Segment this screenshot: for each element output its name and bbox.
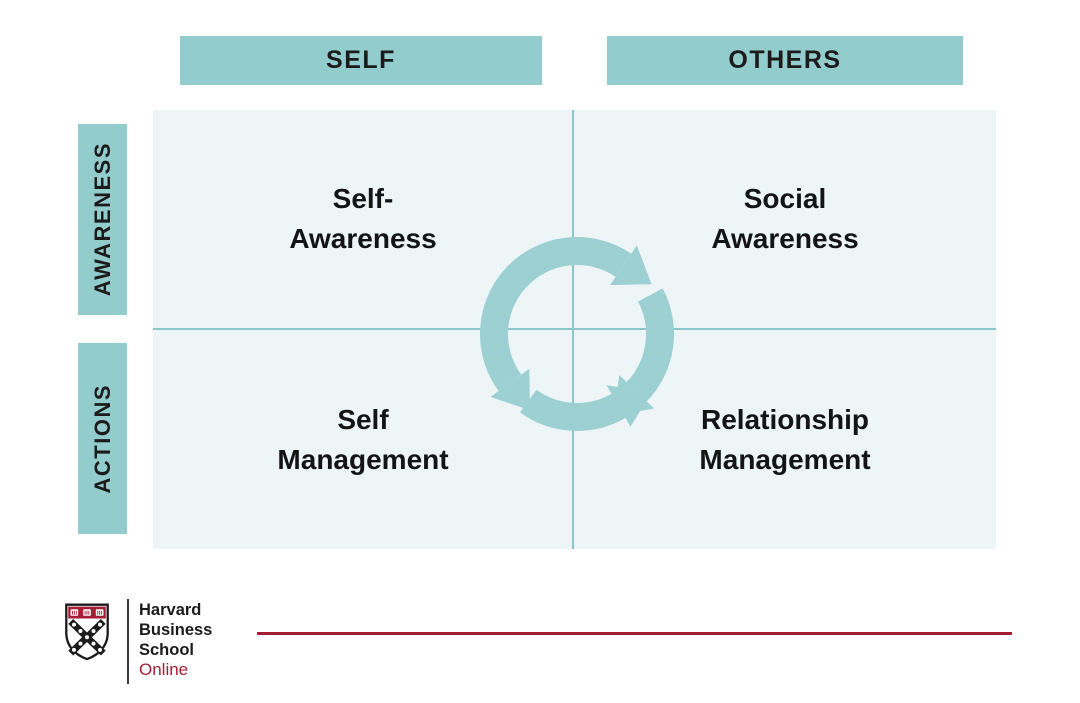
quadrant-label-line: Management bbox=[277, 443, 449, 475]
quadrant-label-line: Self bbox=[337, 403, 389, 435]
quadrant-relationship-management: Relationship Management bbox=[574, 330, 996, 549]
cycle-arrows-icon bbox=[480, 237, 674, 431]
row-label-actions-text: ACTIONS bbox=[89, 383, 115, 494]
logo-line: Business bbox=[139, 620, 213, 639]
column-header-self-label: SELF bbox=[326, 46, 396, 74]
column-header-others: OTHERS bbox=[607, 36, 963, 85]
logo-online-label: Online bbox=[139, 660, 189, 680]
quadrant-label-line: Awareness bbox=[711, 223, 859, 254]
quadrant-label-line: Relationship bbox=[700, 403, 869, 435]
footer-rule bbox=[257, 632, 1012, 635]
row-label-awareness: AWARENESS bbox=[78, 124, 127, 315]
row-label-awareness-text: AWARENESS bbox=[89, 142, 115, 297]
horizontal-divider bbox=[153, 328, 996, 330]
quadrant-label-line: Awareness bbox=[289, 223, 437, 254]
logo-line: Harvard bbox=[139, 601, 202, 619]
hbs-shield-icon bbox=[65, 603, 109, 661]
logo-line: School bbox=[139, 640, 195, 659]
row-label-actions: ACTIONS bbox=[78, 343, 127, 534]
column-header-others-label: OTHERS bbox=[728, 46, 842, 74]
quadrant-self-management: Self Management bbox=[153, 330, 573, 549]
quadrant-label-line: Self- bbox=[332, 183, 394, 214]
column-header-self: SELF bbox=[180, 36, 542, 85]
quadrant-self-awareness: Self- Awareness bbox=[153, 110, 573, 328]
quadrant-label-line: Management bbox=[699, 443, 871, 475]
quadrant-label-line: Social bbox=[743, 183, 827, 214]
quadrant-social-awareness: Social Awareness bbox=[574, 110, 996, 328]
logo-wordmark: Harvard Business School Online bbox=[139, 601, 212, 680]
logo-divider bbox=[127, 599, 129, 684]
vertical-divider bbox=[572, 110, 574, 549]
matrix-panel: Self- Awareness Social Awareness Self Ma… bbox=[153, 110, 996, 549]
